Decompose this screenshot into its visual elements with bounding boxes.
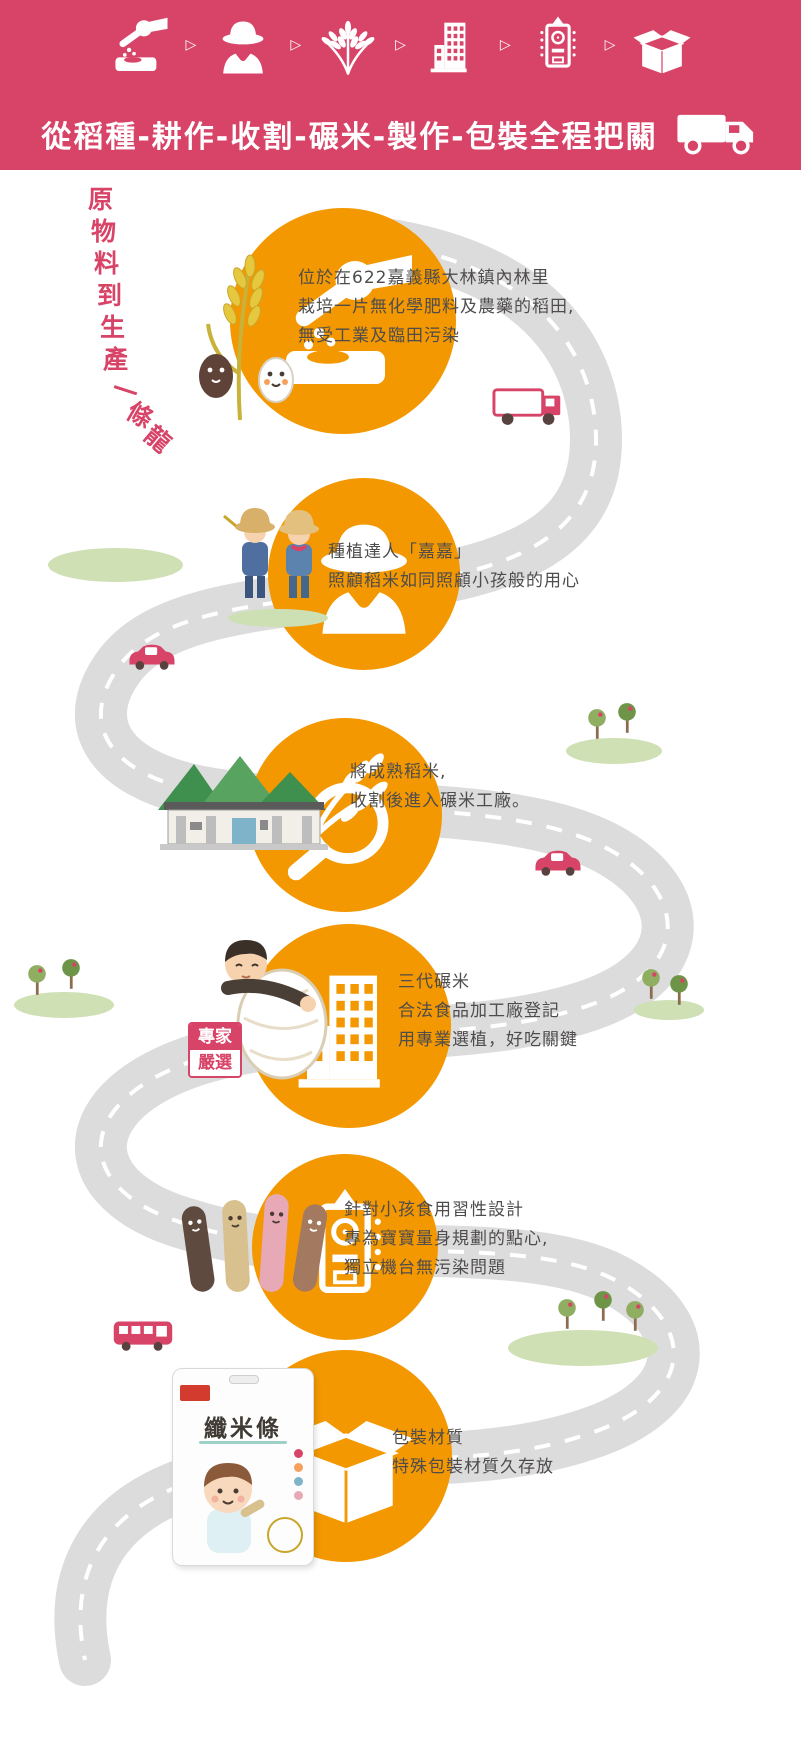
header-banner: ▷ ▷ — [0, 0, 801, 170]
step-text-line: 位於在622嘉義縣大林鎮內林里 — [298, 268, 550, 288]
process-icon-row: ▷ ▷ — [0, 14, 801, 76]
bush — [634, 1000, 704, 1020]
side-label-char: 物 — [91, 217, 117, 246]
badge-line-1: 專家 — [190, 1024, 240, 1050]
tree-icon — [592, 1290, 614, 1324]
small-bus-icon — [112, 1318, 174, 1356]
packing-machine-icon — [527, 14, 589, 76]
tree-icon — [586, 708, 608, 742]
step-text-line: 種植達人「嘉嘉」 — [328, 542, 472, 562]
package-product-name: 纖米條 — [204, 1416, 282, 1442]
step-text-line: 無受工業及臨田污染 — [298, 326, 460, 346]
side-label-char: 到 — [97, 281, 123, 310]
triangle-separator-icon: ▷ — [499, 37, 511, 53]
small-truck-icon — [492, 382, 570, 432]
tree-icon — [60, 958, 82, 992]
step-4-text: 三代碾米 合法食品加工廠登記 用專業選植，好吃關鍵 — [398, 968, 578, 1055]
package-dot — [294, 1463, 303, 1472]
man-hugging-rice-grain-illustration — [208, 926, 340, 1082]
triangle-separator-icon: ▷ — [290, 37, 302, 53]
step-6-text: 包裝材質 特殊包裝材質久存放 — [392, 1424, 554, 1482]
tree-icon — [556, 1298, 578, 1332]
step-text-line: 合法食品加工廠登記 — [398, 1001, 560, 1021]
package-divider — [199, 1441, 287, 1444]
package-hang-hole — [229, 1375, 259, 1384]
header-tagline: 從稻種-耕作-收割-碾米-製作-包裝全程把關 — [41, 120, 658, 155]
package-brand-logo — [180, 1385, 210, 1401]
side-label-char: 原 — [88, 185, 114, 214]
tree-icon — [26, 964, 48, 998]
step-text-line: 將成熟稻米, — [350, 762, 447, 782]
bush — [508, 1330, 658, 1366]
step-2-text: 種植達人「嘉嘉」 照顧稻米如同照顧小孩般的用心 — [328, 538, 580, 596]
step-1-text: 位於在622嘉義縣大林鎮內林里 栽培一片無化學肥料及農藥的稻田, 無受工業及臨田… — [298, 264, 574, 351]
step-text-line: 專為寶寶量身規劃的點心, — [344, 1229, 549, 1249]
step-text-line: 三代碾米 — [398, 972, 470, 992]
mill-factory-illustration — [150, 748, 338, 852]
package-dot — [294, 1491, 303, 1500]
side-label-char: 產 — [103, 345, 129, 374]
tree-icon — [668, 974, 690, 1008]
step-text-line: 獨立機台無污染問題 — [344, 1258, 506, 1278]
product-package: 纖米條 — [172, 1368, 314, 1566]
factory-icon — [422, 14, 484, 76]
triangle-separator-icon: ▷ — [604, 37, 616, 53]
bush — [14, 992, 114, 1018]
tree-icon — [624, 1300, 646, 1334]
small-car-icon — [126, 642, 178, 674]
bush — [48, 548, 183, 582]
packing-machine-icon — [309, 1189, 381, 1293]
step-text-line: 收割後進入碾米工廠。 — [350, 791, 530, 811]
rice-stick-characters-illustration — [164, 1188, 332, 1300]
rice-stalk-characters-illustration — [180, 252, 320, 424]
step-text-line: 特殊包裝材質久存放 — [392, 1457, 554, 1477]
badge-line-2: 嚴選 — [190, 1050, 240, 1076]
step-text-line: 包裝材質 — [392, 1428, 464, 1448]
carton-box-icon — [631, 14, 693, 76]
small-car-icon — [532, 848, 584, 880]
tagline-row: 從稻種-耕作-收割-碾米-製作-包裝全程把關 — [0, 108, 801, 160]
step-text-line: 針對小孩食用習性設計 — [344, 1200, 524, 1220]
baby-illustration — [185, 1453, 271, 1557]
seed-planting-icon — [108, 14, 170, 76]
side-label-char: 生 — [100, 313, 126, 342]
package-dot — [294, 1449, 303, 1458]
carton-box-icon — [278, 1420, 414, 1524]
package-dot — [294, 1477, 303, 1486]
package-seal — [267, 1517, 303, 1553]
factory-icon — [298, 975, 380, 1088]
farmers-illustration — [222, 486, 334, 628]
step-3-text: 將成熟稻米, 收割後進入碾米工廠。 — [350, 758, 530, 816]
step-5-text: 針對小孩食用習性設計 專為寶寶量身規劃的點心, 獨立機台無污染問題 — [344, 1196, 548, 1283]
tree-icon — [640, 968, 662, 1002]
side-label-char: 料 — [94, 249, 120, 278]
bush — [566, 738, 662, 764]
tree-icon — [616, 702, 638, 736]
rice-ear-icon — [317, 14, 379, 76]
farmer-icon — [321, 524, 407, 634]
seed-planting-icon — [286, 255, 412, 384]
farmer-icon — [212, 14, 274, 76]
expert-selection-badge: 專家 嚴選 — [188, 1022, 242, 1078]
step-text-line: 栽培一片無化學肥料及農藥的稻田, — [298, 297, 575, 317]
step-text-line: 用專業選植，好吃關鍵 — [398, 1030, 578, 1050]
delivery-truck-icon — [674, 108, 760, 160]
triangle-separator-icon: ▷ — [395, 37, 406, 53]
triangle-separator-icon: ▷ — [185, 37, 197, 53]
step-text-line: 照顧稻米如同照顧小孩般的用心 — [328, 571, 580, 591]
